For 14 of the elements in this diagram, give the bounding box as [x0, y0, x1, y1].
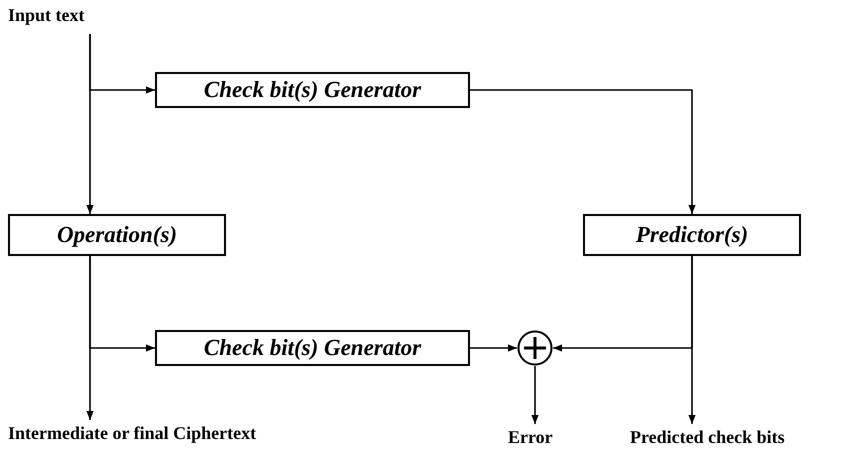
- node-label: Predicted check bits: [630, 426, 785, 448]
- node-label: Intermediate or final Ciphertext: [8, 422, 256, 444]
- process-box: Predictor(s): [583, 214, 801, 256]
- arrow: [89, 256, 155, 352]
- arrow: [470, 344, 517, 352]
- arrow: [531, 366, 539, 424]
- arrow: [89, 34, 155, 94]
- process-box: Check bit(s) Generator: [155, 72, 470, 108]
- node-label: Input text: [8, 4, 85, 26]
- arrow: [470, 89, 696, 214]
- node-label: Error: [508, 426, 553, 448]
- process-box: Check bit(s) Generator: [155, 330, 470, 366]
- arrow: [688, 256, 696, 424]
- process-box: Operation(s): [8, 214, 226, 256]
